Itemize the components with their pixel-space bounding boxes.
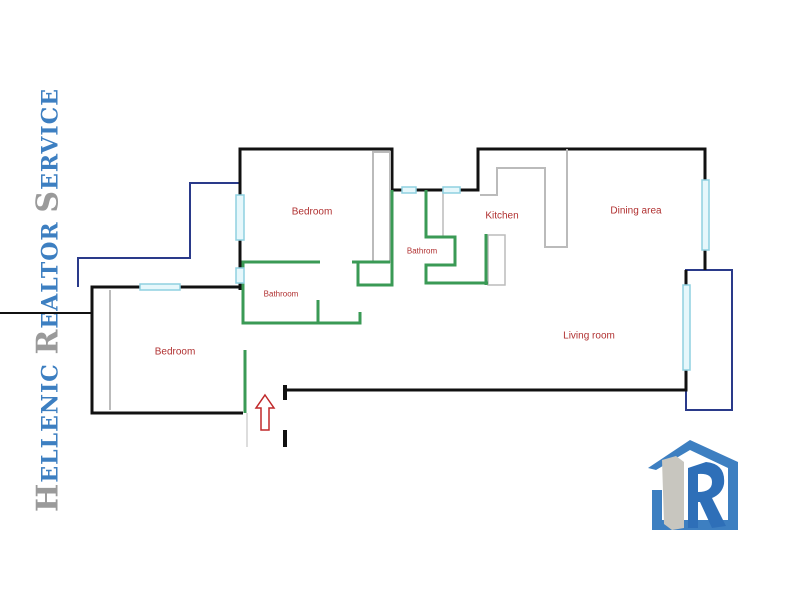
bathroom-wall [356, 190, 394, 287]
room-label-bathroom: Bathrom [406, 246, 438, 256]
kitchen-counter [480, 149, 568, 248]
logo-house-outline [648, 440, 738, 530]
room-label-dining: Dining area [610, 205, 662, 217]
logo-letter-r [688, 462, 726, 528]
window [139, 283, 181, 291]
room-label-bedroom: Bedroom [154, 346, 196, 358]
room-label-kitchen: Kitchen [485, 210, 519, 222]
window [701, 179, 710, 251]
window [235, 194, 245, 241]
window [235, 267, 245, 284]
window [401, 186, 417, 194]
window [682, 284, 691, 371]
balcony-outline [685, 269, 733, 411]
room-label-living: Living room [563, 330, 615, 342]
room-label-bathroom: Bathroom [263, 289, 299, 299]
bathroom-wall [241, 260, 362, 325]
wall-living-bottom [285, 270, 688, 392]
wall-top-bedroom [238, 147, 707, 290]
wardrobe [372, 151, 391, 263]
window [442, 186, 461, 194]
brand-logo [648, 440, 738, 530]
entry-arrow-icon [254, 393, 276, 431]
bathroom-wall [424, 190, 488, 285]
room-label-bedroom: Bedroom [291, 206, 333, 218]
logo-letter-i [662, 456, 684, 530]
exterior-wall-blue [77, 182, 240, 287]
kitchen-unit [487, 234, 506, 286]
